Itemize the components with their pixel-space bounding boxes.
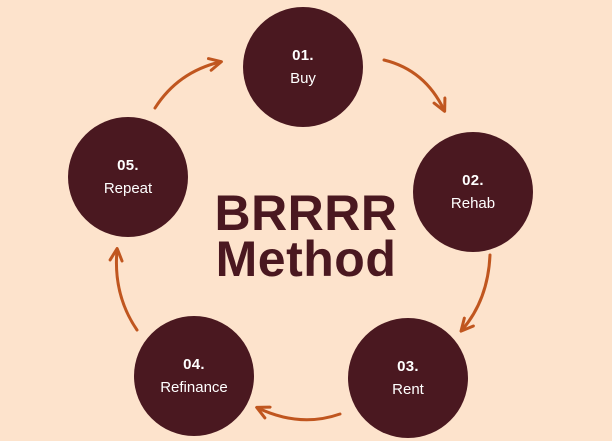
step-number: 01. [292, 46, 314, 64]
step-label: Repeat [103, 179, 153, 197]
step-number: 02. [462, 171, 484, 189]
step-label: Buy [290, 69, 316, 87]
step-rehab: 02. Rehab [413, 132, 533, 252]
step-label: Rent [392, 380, 424, 398]
step-number: 04. [183, 355, 205, 373]
arrow-buy-to-rehab [382, 58, 447, 113]
diagram-title-line-2: Method [215, 231, 397, 287]
step-number: 03. [397, 357, 419, 375]
arrow-repeat-to-buy [153, 57, 223, 110]
step-repeat: 05. Repeat [68, 117, 188, 237]
diagram-title-line-1: BRRRR [214, 185, 398, 241]
arrow-rent-to-refinance [255, 405, 342, 422]
step-buy: 01. Buy [243, 7, 363, 127]
step-number: 05. [117, 156, 139, 174]
arrow-rehab-to-rent [459, 253, 492, 333]
step-refinance: 04. Refinance [134, 316, 254, 436]
arrow-refinance-to-repeat [108, 247, 139, 332]
step-label: Refinance [160, 378, 228, 396]
step-label: Rehab [450, 194, 496, 212]
step-rent: 03. Rent [348, 318, 468, 438]
